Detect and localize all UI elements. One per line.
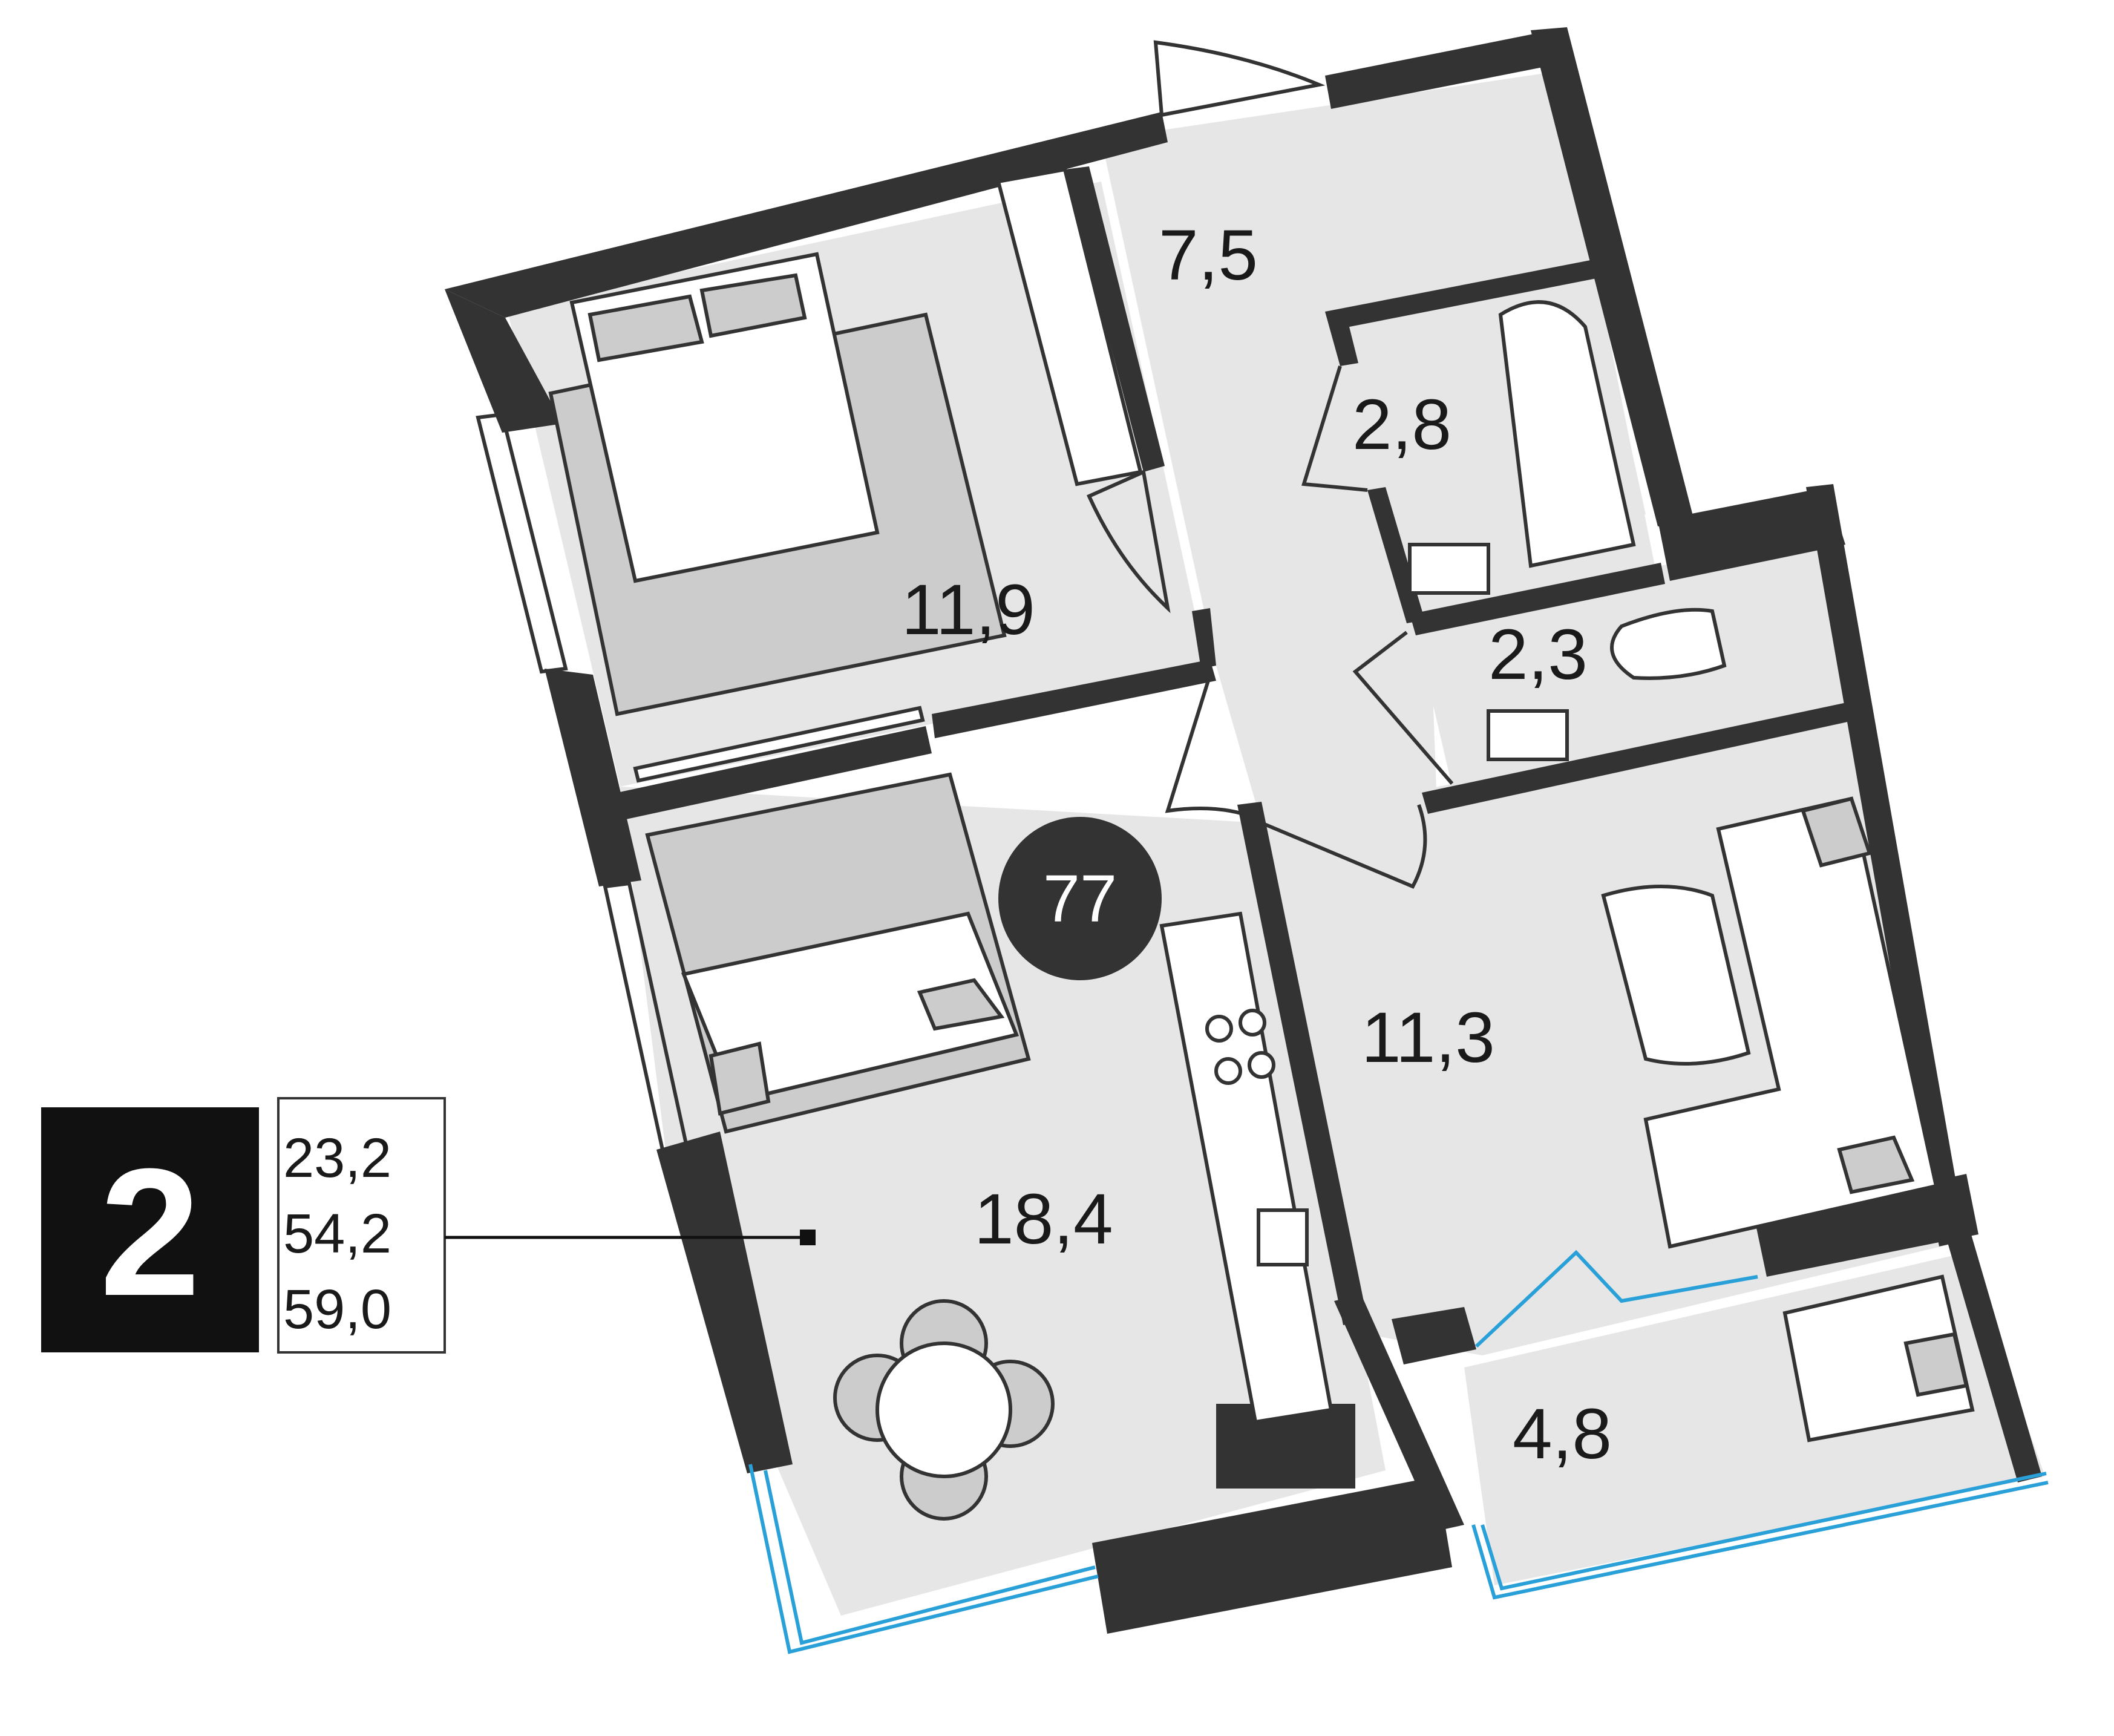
wall-right-hall [1531, 27, 1694, 526]
living-furniture [1601, 796, 1975, 1443]
wall-right-wc [1658, 487, 1845, 581]
bedroom-furniture [548, 167, 1143, 783]
wall-right-outer [1806, 484, 1966, 1246]
cushion-2 [917, 978, 1005, 1031]
room-area-bathroom: 2,8 [1352, 385, 1451, 465]
room-area-balcony: 4,8 [1513, 1394, 1612, 1474]
wall-left-lower [656, 1132, 793, 1473]
areas-box [277, 1097, 446, 1354]
bathtub [1498, 300, 1636, 568]
wc-sink [1487, 709, 1569, 761]
wall-right-balcony [1945, 1228, 2042, 1482]
living-cushion-1 [1801, 796, 1872, 868]
room-area-living: 11,3 [1361, 998, 1495, 1078]
area-living: 23,2 [283, 1127, 391, 1189]
kitchen-sink [1257, 1208, 1309, 1266]
info-block: 2 23,2 54,2 59,0 [41, 1097, 816, 1354]
wall-left-mid [545, 669, 641, 886]
wall-bath-top [1325, 254, 1628, 330]
pillow-left [587, 294, 704, 362]
kitchen-counter [1159, 911, 1334, 1424]
dining-table [875, 1341, 1012, 1478]
glazing-balcony-inner [1481, 1472, 2047, 1591]
windows [476, 412, 2049, 1654]
glazing-balcony [1471, 1481, 2049, 1600]
wall-bath-left [1325, 312, 1358, 366]
pillow-right [699, 273, 807, 338]
stove-burner-4 [1248, 1051, 1275, 1079]
wall-kitchen-bottom [1092, 1476, 1452, 1634]
bath-door [1301, 365, 1368, 492]
wall-wc-bottom [1422, 699, 1870, 814]
living-cushion-2 [1837, 1135, 1915, 1194]
stove-burner-1 [1205, 1015, 1233, 1043]
toilet [1610, 608, 1727, 680]
wall-wardrobe [1065, 166, 1165, 472]
wc-door [1352, 631, 1454, 785]
room-area-bedroom: 11,9 [902, 570, 1035, 650]
window-kitchen [603, 881, 689, 1152]
wall-bedroom-bottom [617, 726, 932, 820]
wall-balcony-pillar [1392, 1307, 1476, 1364]
entry-door [1153, 40, 1326, 117]
room-area-kitchen: 18,4 [974, 1179, 1113, 1259]
wall-left-upper [445, 289, 563, 433]
wardrobe [996, 167, 1143, 486]
wall-hall-small [1192, 608, 1216, 669]
room-labels: 7,5 2,8 2,3 11,9 11,3 18,4 4,8 [902, 215, 1612, 1474]
bedroom-dresser [633, 706, 925, 783]
leader-dot [800, 1230, 816, 1245]
walls [445, 27, 2042, 1634]
armchair-cushion [1903, 1332, 1969, 1397]
window-bedroom [476, 412, 568, 674]
bath-furniture [1408, 300, 1727, 761]
rooms-count-box [41, 1107, 259, 1352]
doors [1087, 40, 1454, 889]
wall-kitchen-right [1334, 1295, 1464, 1531]
kitchen-furniture [645, 772, 1334, 1521]
kitchen-door [1165, 674, 1244, 816]
stove-burner-3 [1214, 1057, 1242, 1085]
apartment-badge: 77 [998, 817, 1162, 980]
glazing-kitchen [748, 1464, 1099, 1654]
cushion-1 [708, 1041, 771, 1116]
apartment-badge-circle [998, 817, 1162, 980]
room-area-hall: 7,5 [1159, 215, 1258, 295]
wall-bedroom-bottom-right [932, 660, 1216, 738]
apartment-number: 77 [1043, 862, 1117, 936]
armchair [1782, 1274, 1975, 1443]
coffee-table [1601, 885, 1751, 1066]
wall-living-left [1237, 802, 1367, 1325]
bath-sink [1408, 543, 1490, 595]
glazing-kitchen-inner [764, 1470, 1096, 1645]
stove-burner-2 [1239, 1009, 1266, 1037]
rooms-count: 2 [100, 1130, 201, 1334]
wall-top-left [445, 112, 1168, 318]
living-door [1260, 804, 1427, 889]
room-area-wc: 2,3 [1488, 615, 1588, 695]
area-with-balcony: 59,0 [283, 1279, 391, 1340]
balcony-door [1474, 1250, 1758, 1348]
area-total: 54,2 [283, 1203, 391, 1265]
wall-top-right [1325, 33, 1546, 109]
wall-living-balcony [1755, 1174, 1978, 1277]
wall-wc-top [1410, 563, 1665, 635]
bedroom-door [1087, 469, 1171, 614]
